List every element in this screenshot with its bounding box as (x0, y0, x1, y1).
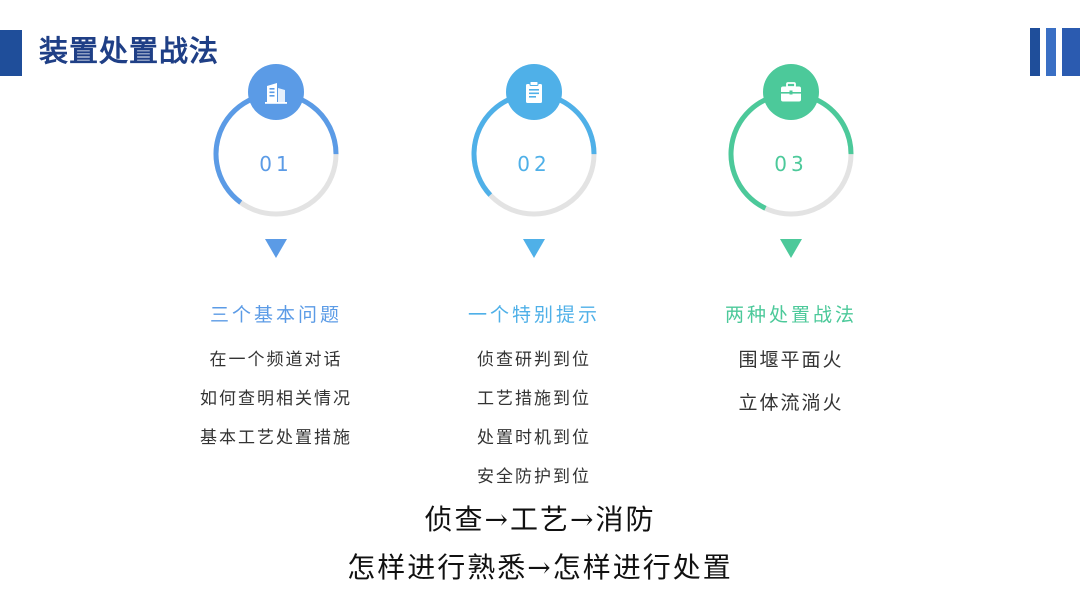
list-item: 围堰平面火 (738, 349, 844, 371)
down-arrow-icon (265, 239, 287, 258)
title-accent-bar (0, 30, 22, 76)
down-arrow-icon (780, 239, 802, 258)
corner-bar (1030, 28, 1040, 76)
corner-decoration (1030, 28, 1080, 76)
step-number: 02 (517, 152, 551, 176)
list-item: 侦查研判到位 (477, 350, 591, 370)
item-list: 在一个频道对话 如何查明相关情况 基本工艺处置措施 (146, 343, 406, 460)
list-item: 在一个频道对话 (209, 350, 343, 370)
ring-progress (213, 91, 339, 217)
down-arrow-icon (523, 239, 545, 258)
ring-progress (471, 91, 597, 217)
corner-bar (1046, 28, 1056, 76)
step-number: 03 (774, 152, 808, 176)
progress-ring-2: 02 (468, 64, 600, 220)
briefcase-icon (763, 64, 819, 120)
item-list: 围堰平面火 立体流淌火 (661, 343, 921, 429)
progress-ring-1: 01 (210, 64, 342, 220)
list-item: 工艺措施到位 (477, 389, 591, 409)
list-item: 立体流淌火 (738, 392, 844, 414)
clipboard-icon (506, 64, 562, 120)
column-heading: 两种处置战法 (724, 304, 857, 326)
building-icon (248, 64, 304, 120)
list-item: 处置时机到位 (477, 428, 591, 448)
step-number: 01 (259, 152, 293, 176)
column-heading: 三个基本问题 (209, 304, 342, 326)
list-item: 如何查明相关情况 (200, 389, 352, 409)
page-title: 装置处置战法 (39, 34, 220, 68)
footer-line-1: 侦查→工艺→消防 (424, 503, 656, 536)
footer-line-2: 怎样进行熟悉→怎样进行处置 (347, 551, 733, 584)
list-item: 基本工艺处置措施 (200, 428, 352, 448)
list-item: 安全防护到位 (477, 467, 591, 487)
item-list: 侦查研判到位 工艺措施到位 处置时机到位 安全防护到位 (404, 343, 664, 499)
corner-bar (1062, 28, 1080, 76)
progress-ring-3: 03 (725, 64, 857, 220)
column-heading: 一个特别提示 (467, 304, 600, 326)
